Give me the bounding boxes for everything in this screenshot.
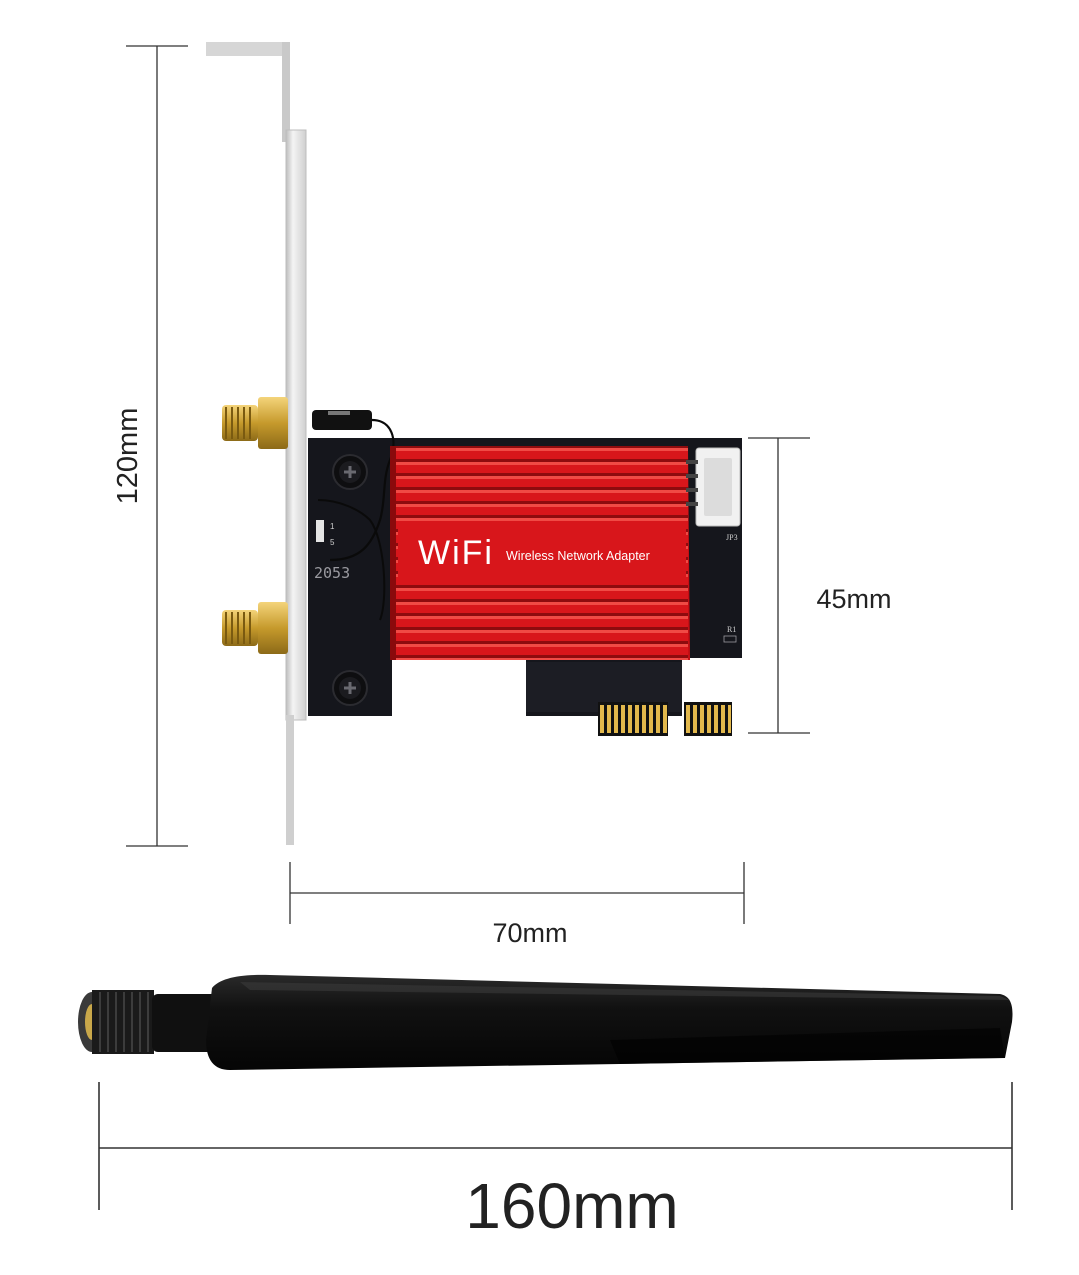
board-width-label: 70mm: [492, 918, 567, 948]
antenna-cable: [312, 410, 395, 621]
board-height-dimension: [748, 437, 810, 734]
fan-header-icon: [686, 447, 741, 527]
board-height-label: 45mm: [816, 584, 891, 614]
sma-connector-icon: [222, 397, 288, 449]
pci-bracket: [206, 42, 307, 845]
screw-icon: [332, 454, 368, 490]
antenna: [78, 974, 1013, 1070]
chip-marking: 2053: [314, 564, 350, 582]
connector-label: JP3: [726, 533, 738, 542]
antenna-length-dimension: [98, 1082, 1013, 1210]
height-label: 120mm: [112, 408, 144, 505]
antenna-length-label: 160mm: [465, 1170, 678, 1242]
switch-mark-2: 5: [330, 538, 335, 547]
product-subtitle: Wireless Network Adapter: [506, 549, 650, 563]
heatsink: WiFi Wireless Network Adapter: [390, 446, 690, 660]
board-width-dimension: [289, 862, 745, 924]
sma-connector-icon: [222, 602, 288, 654]
resistor-label: R1: [727, 625, 736, 634]
brand-logo: WiFi: [418, 534, 494, 572]
screw-icon: [332, 670, 368, 706]
height-dimension: [126, 45, 188, 847]
switch-mark-1: 1: [330, 522, 335, 531]
